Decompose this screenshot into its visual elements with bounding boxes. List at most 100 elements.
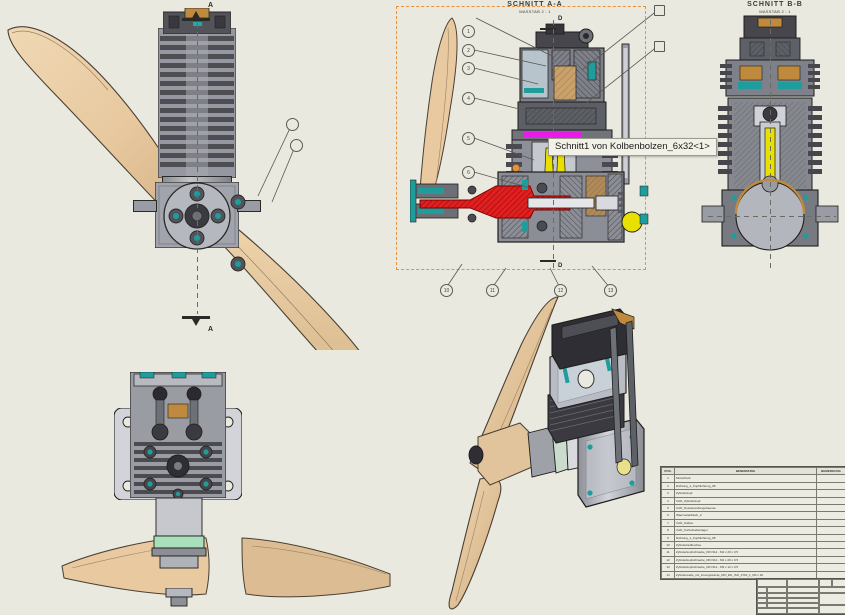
bom-cell-note [817, 519, 845, 526]
bom-cell-name: CAD_Kurbelwellenlager [675, 527, 817, 534]
bom-cell-note [817, 549, 845, 556]
bom-cell-name: Zylinderkopfschraube_DIN 912 - M4 x 20 x… [675, 556, 817, 563]
balloon-2-label: 2 [467, 48, 470, 54]
bom-cell-note [817, 534, 845, 541]
view-isometric[interactable] [440, 295, 660, 613]
bom-cell-name: Waermeleitblech_2 [675, 512, 817, 519]
bom-cell-note [817, 564, 845, 571]
bom-cell-pos: 9 [662, 534, 675, 541]
bom-cell-pos: 4 [662, 497, 675, 504]
engine-top-assembly [130, 372, 226, 498]
propeller-shaft-stack [150, 498, 208, 576]
view-section-bb[interactable]: SCHNITT B-B MASSTAB 2 : 1 [700, 0, 845, 280]
balloon-8[interactable] [654, 41, 665, 52]
bom-header-name: BENENNUNG [675, 468, 817, 475]
bom-header-pos: POS. [662, 468, 675, 475]
balloon-7[interactable] [654, 5, 665, 16]
balloon-11-label: 11 [490, 288, 495, 294]
bom-cell-note [817, 556, 845, 563]
balloon-front-1[interactable] [286, 118, 299, 131]
balloon-4[interactable]: 4 [462, 92, 475, 105]
bom-cell-note [817, 505, 845, 512]
bom-cell-note [817, 490, 845, 497]
balloon-5[interactable]: 5 [462, 132, 475, 145]
section-marker-a-bottom[interactable]: A [182, 310, 222, 336]
bom-header-row: POS. BENENNUNG BEMERKUNG [662, 468, 845, 475]
bom-cell-note [817, 497, 845, 504]
balloon-2[interactable]: 2 [462, 44, 475, 57]
bom-cell-pos: 10 [662, 542, 675, 549]
view-top[interactable] [60, 360, 400, 613]
section-marker-a-top[interactable]: A [182, 2, 222, 26]
balloon-10-label: 10 [444, 288, 450, 294]
section-label-a-top: A [208, 2, 213, 9]
balloon-5-label: 5 [467, 136, 470, 142]
view-section-aa[interactable]: SCHNITT A-A MASSTAB 2 : 1 [390, 0, 680, 300]
bom-cell-name: Zylinderkopfschraube_DIN 912 - M4 x 20 x… [675, 549, 817, 556]
bom-cell-name: CAD_Nockenwellengehaeuse [675, 505, 817, 512]
balloon-3-label: 3 [467, 66, 470, 72]
bom-cell-note [817, 512, 845, 519]
balloon-12-label: 12 [558, 288, 564, 294]
bom-cell-note [817, 542, 845, 549]
bom-cell-note [817, 475, 845, 482]
tb-row-4a [757, 608, 787, 614]
bom-cell-pos: 5 [662, 505, 675, 512]
bom-cell-name: Dichtung_1_Kopfdichtung_08 [675, 482, 817, 489]
title-block[interactable] [756, 578, 845, 615]
bom-cell-pos: 3 [662, 490, 675, 497]
balloon-6[interactable]: 6 [462, 166, 475, 179]
bom-cell-pos: 7 [662, 519, 675, 526]
bom-cell-pos: 6 [662, 512, 675, 519]
tb-cell-oberflaeche [819, 579, 832, 587]
bom-cell-note [817, 482, 845, 489]
bom-header-note: BEMERKUNG [817, 468, 845, 475]
bom-cell-pos: 11 [662, 549, 675, 556]
section-bb-label: SCHNITT B-B MASSTAB 2 : 1 [730, 1, 820, 14]
bom-cell-pos: 13 [662, 564, 675, 571]
front-view-leaders [238, 110, 368, 220]
bom-cell-name: Zylinderkopf [675, 490, 817, 497]
bom-cell-pos: 12 [662, 556, 675, 563]
balloon-3[interactable]: 3 [462, 62, 475, 75]
iso-geometry [440, 295, 660, 613]
tb-cell-werkstoff [787, 579, 819, 587]
section-label-a-bottom: A [208, 326, 213, 333]
balloon-13-label: 13 [608, 288, 614, 294]
balloon-1[interactable]: 1 [462, 25, 475, 38]
centerline-section-bb [770, 20, 771, 270]
tb-cell-benennung [757, 579, 787, 587]
bom-cell-name: Dichtung_1_Kopfdichtung_08 [675, 534, 817, 541]
tb-cell-blatt [832, 579, 845, 587]
section-bb-designator: B-B [787, 1, 802, 8]
balloon-4-label: 4 [467, 96, 470, 102]
balloon-front-2[interactable] [290, 139, 303, 152]
tb-row-1d [819, 593, 845, 605]
bom-cell-name: Zylinderkopfschraube_DIN 912 - M3 x 12 x… [675, 564, 817, 571]
prop-nut [164, 588, 194, 608]
section-bb-title: SCHNITT [747, 1, 784, 8]
balloon-leaders-right [570, 0, 690, 140]
tb-row-4b [787, 608, 819, 614]
selection-tooltip: Schnitt1 von Kolbenbolzen_6x32<1> [548, 138, 717, 156]
bom-cell-pos: 1 [662, 475, 675, 482]
view-front[interactable]: A A [0, 0, 380, 350]
centerline-vertical [197, 14, 198, 314]
balloon-1-label: 1 [467, 29, 470, 35]
